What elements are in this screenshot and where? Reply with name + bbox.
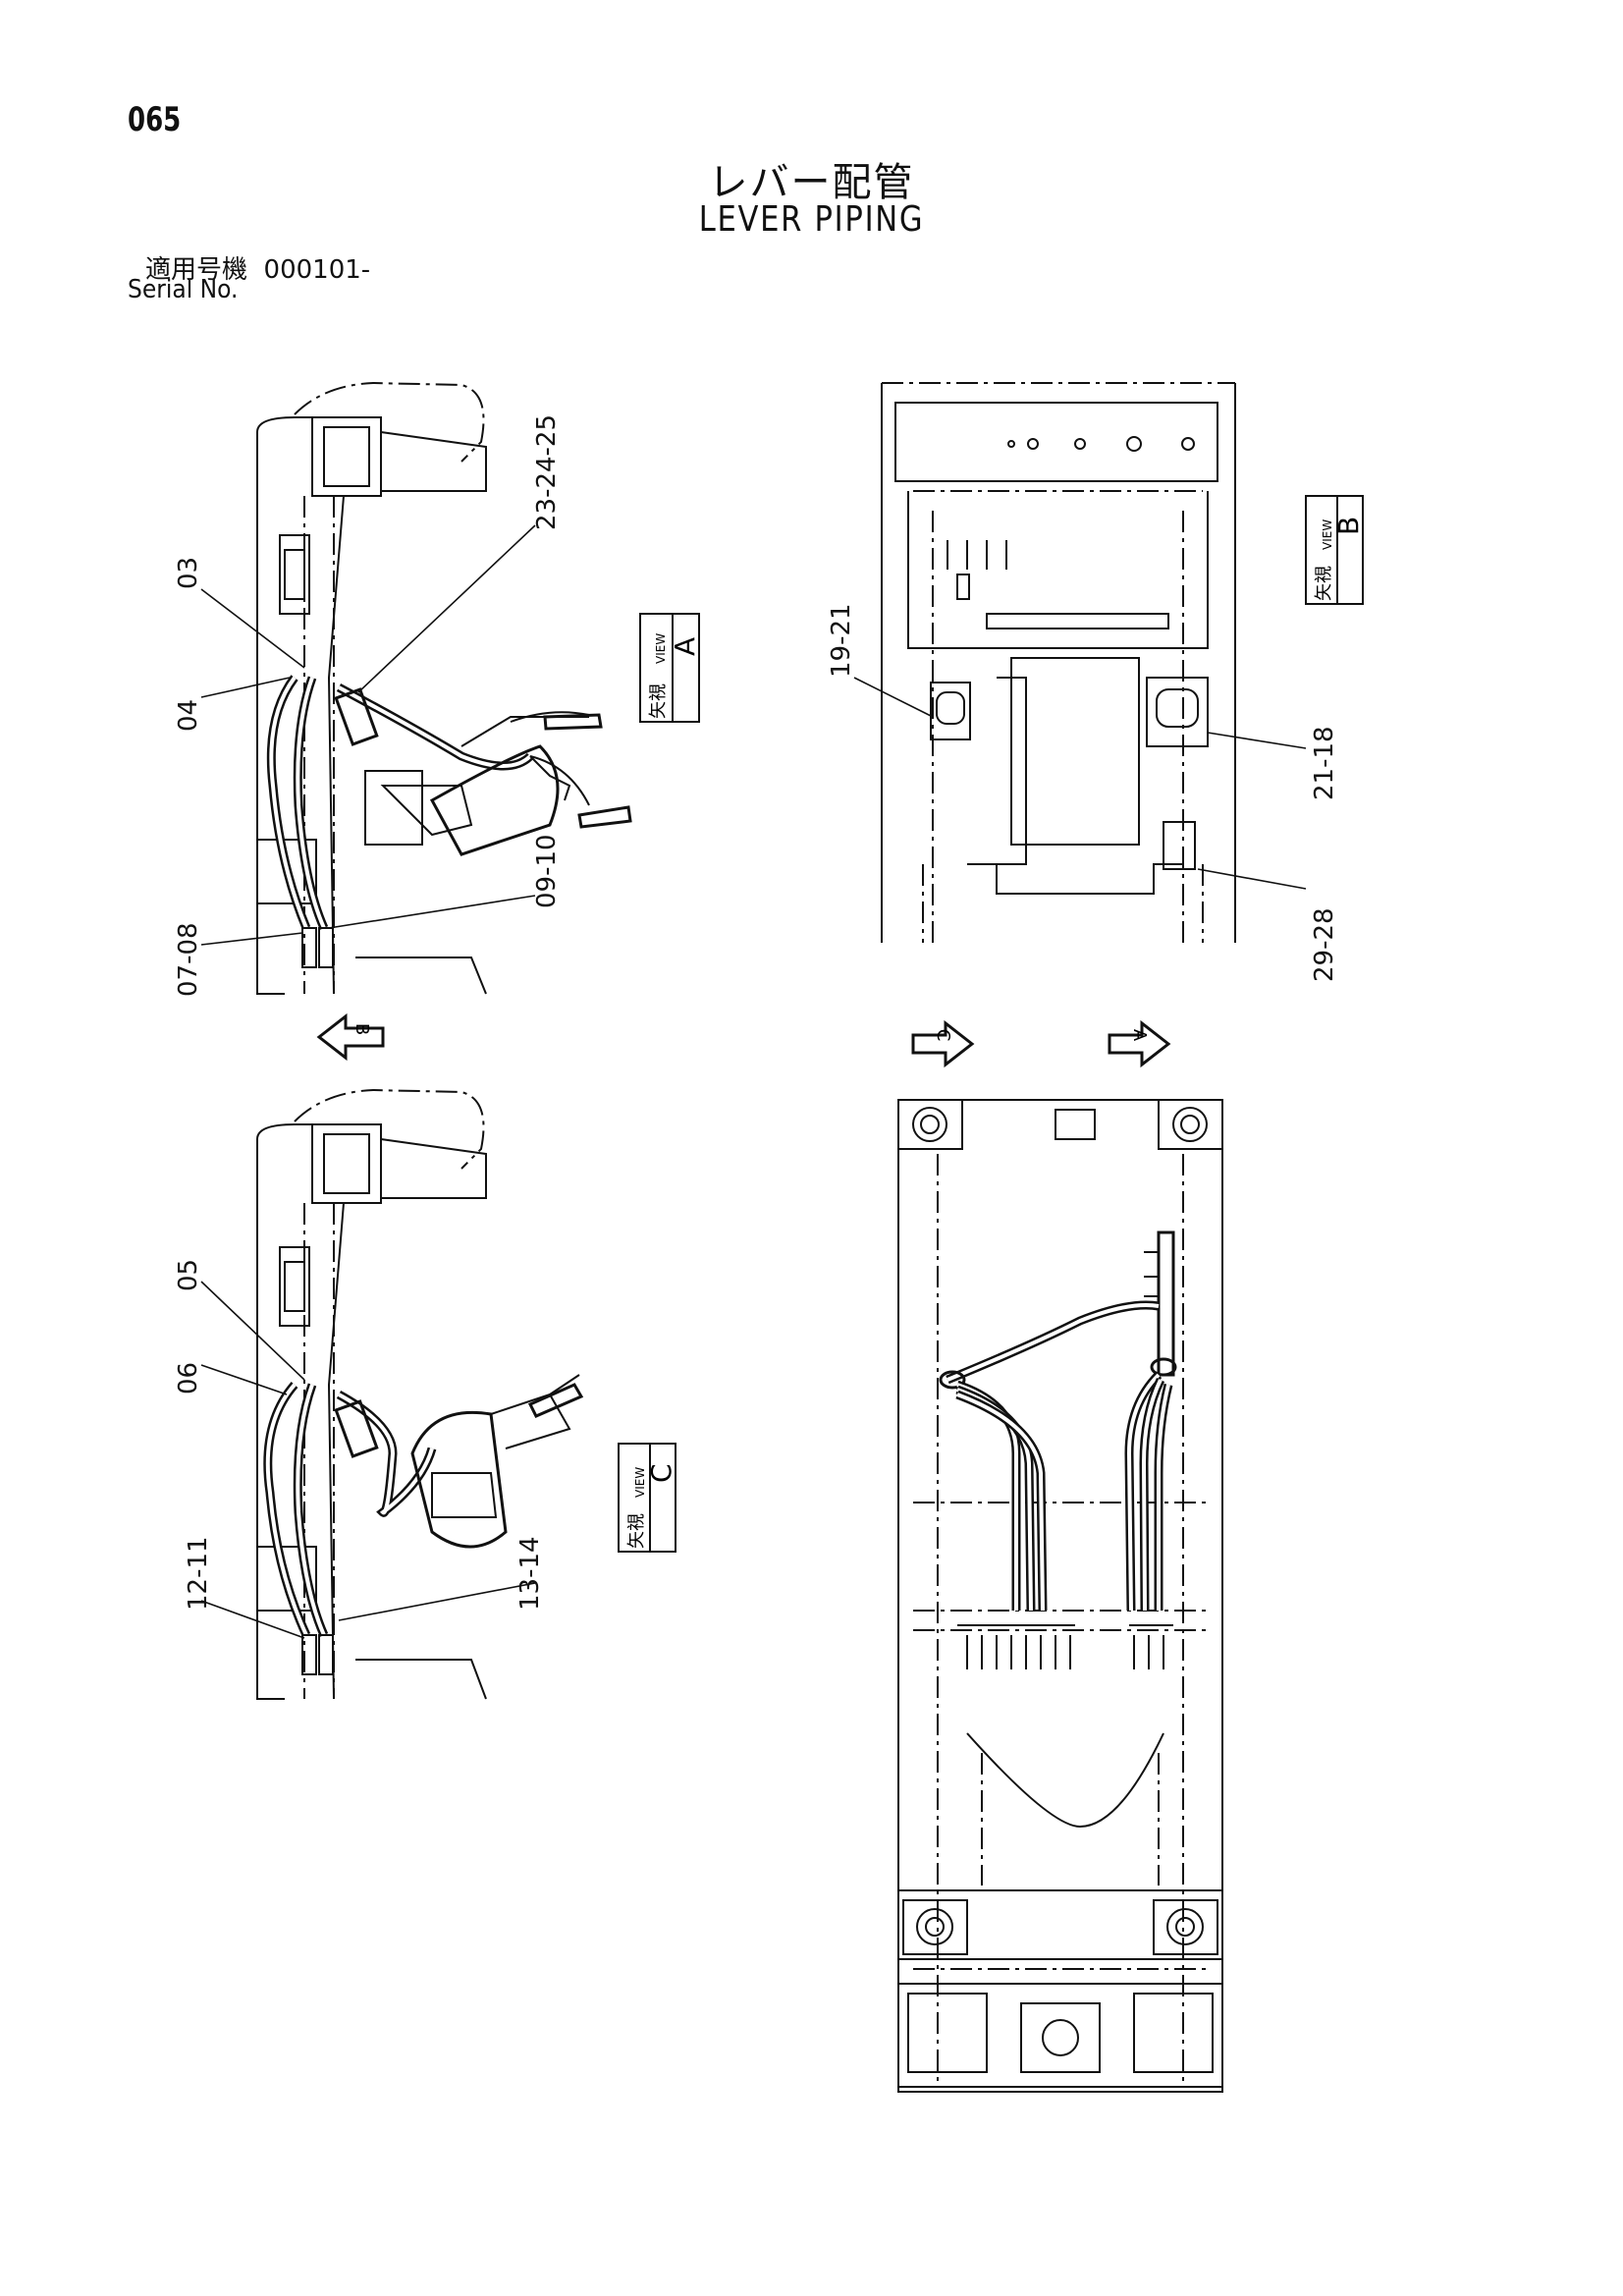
callout-05: 05 bbox=[174, 1259, 203, 1291]
view-a-letter: A bbox=[669, 637, 701, 656]
view-arrow-b-letter: B bbox=[352, 1023, 372, 1035]
page-number: 065 bbox=[128, 100, 182, 139]
view-a-kanji: 矢視 bbox=[648, 683, 669, 719]
callout-21-18: 21-18 bbox=[1310, 726, 1339, 800]
callout-07-08: 07-08 bbox=[174, 922, 203, 997]
view-label-a: 矢視 VIEW A bbox=[639, 613, 701, 723]
view-label-c: 矢視 VIEW C bbox=[618, 1443, 677, 1553]
page-title-japanese: レバー配管 bbox=[708, 160, 915, 205]
view-c-kanji: 矢視 bbox=[626, 1513, 647, 1549]
serial-line: 適用号機 000101- bbox=[145, 249, 370, 286]
view-a-word: VIEW bbox=[654, 633, 668, 664]
view-arrow-c: C bbox=[911, 1019, 975, 1068]
view-arrow-a-letter: A bbox=[1129, 1029, 1150, 1042]
callout-29-28: 29-28 bbox=[1310, 907, 1339, 982]
callout-03: 03 bbox=[174, 557, 203, 589]
callout-09-10: 09-10 bbox=[532, 834, 562, 908]
callout-23-24-25: 23-24-25 bbox=[532, 414, 562, 530]
top-left-console-view bbox=[255, 381, 632, 995]
bottom-right-frame-view bbox=[897, 1099, 1223, 2093]
callout-12-11: 12-11 bbox=[184, 1536, 213, 1611]
callout-19-21: 19-21 bbox=[827, 603, 856, 678]
leader-lines bbox=[200, 524, 1307, 1639]
callout-04: 04 bbox=[174, 699, 203, 732]
serial-label-english: Serial No. bbox=[128, 275, 239, 304]
view-b-kanji: 矢視 bbox=[1314, 566, 1334, 601]
top-right-floor-view bbox=[881, 382, 1236, 943]
view-c-word: VIEW bbox=[633, 1467, 647, 1498]
view-arrow-c-letter: C bbox=[933, 1029, 953, 1042]
callout-labels: 03 04 23-24-25 09-10 07-08 05 06 12-11 1… bbox=[174, 414, 1339, 1611]
page-title-english: LEVER PIPING bbox=[698, 199, 925, 240]
view-arrow-a: A bbox=[1108, 1019, 1171, 1068]
serial-value: 000101- bbox=[263, 255, 371, 285]
callout-06: 06 bbox=[174, 1362, 203, 1394]
view-b-letter: B bbox=[1332, 517, 1365, 535]
callout-13-14: 13-14 bbox=[515, 1536, 545, 1611]
serial-label-japanese: 適用号機 bbox=[145, 255, 248, 285]
view-label-b: 矢視 VIEW B bbox=[1305, 495, 1365, 605]
view-c-letter: C bbox=[645, 1463, 677, 1483]
bottom-left-console-view bbox=[256, 1088, 584, 1700]
view-arrow-b: B bbox=[316, 1012, 385, 1062]
view-b-word: VIEW bbox=[1321, 519, 1334, 550]
